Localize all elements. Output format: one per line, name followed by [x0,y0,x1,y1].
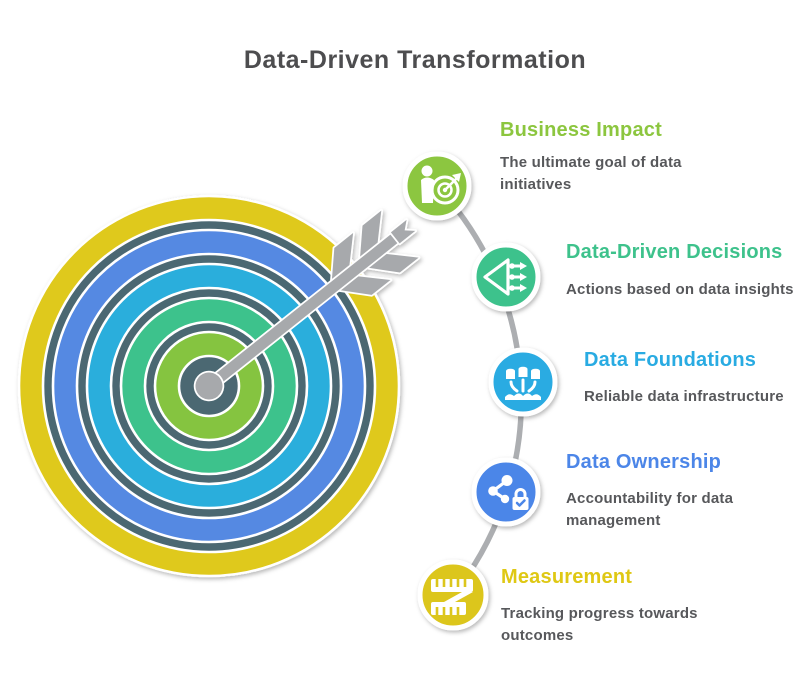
node-measurement [417,559,489,631]
target-ring-emerald [121,298,297,474]
item-description: Accountability for data management [566,490,734,529]
share-lock-icon [488,475,529,510]
item-title: Business Impact [500,119,662,141]
person-target-icon [421,165,461,205]
timeline-item-business-impact: Business Impact The ultimate goal of dat… [500,119,681,193]
page-title: Data-Driven Transformation [243,46,587,74]
target-ring-blue [53,230,365,542]
item-title: Measurement [501,566,633,588]
node-circle [471,242,541,312]
node-data-ownership [471,457,541,527]
item-title: Data-Driven Decisions [566,241,783,263]
item-title: Data Foundations [584,349,757,371]
node-business-impact [402,151,472,221]
item-description: Actions based on data insights [566,281,794,298]
database-foundation-icon [505,366,541,400]
timeline-item-data-ownership: Data Ownership Accountability for data m… [566,451,733,529]
node-data-driven-decisions [471,242,541,312]
node-circle [471,457,541,527]
target-center-dot [193,370,225,402]
arrow-icon [193,208,421,402]
node-circle [417,559,489,631]
timeline-item-data-driven-decisions: Data-Driven Decisions Actions based on d… [566,241,794,298]
target-ring-cyan [87,264,331,508]
node-circle [402,151,472,221]
decision-arrows-icon [483,258,527,296]
timeline-item-measurement: Measurement Tracking progress towards ou… [501,566,698,644]
target-ring-yellow [19,196,399,576]
item-title: Data Ownership [566,451,722,473]
item-description: The ultimate goal of data initiatives [500,154,682,193]
node-data-foundations [488,347,558,417]
target-ring-lime [155,332,263,440]
timeline-item-data-foundations: Data Foundations Reliable data infrastru… [584,349,784,405]
item-description: Reliable data infrastructure [584,388,784,405]
item-description: Tracking progress towards outcomes [501,605,698,644]
bullseye-target [17,194,421,578]
measuring-tape-icon [431,579,473,615]
